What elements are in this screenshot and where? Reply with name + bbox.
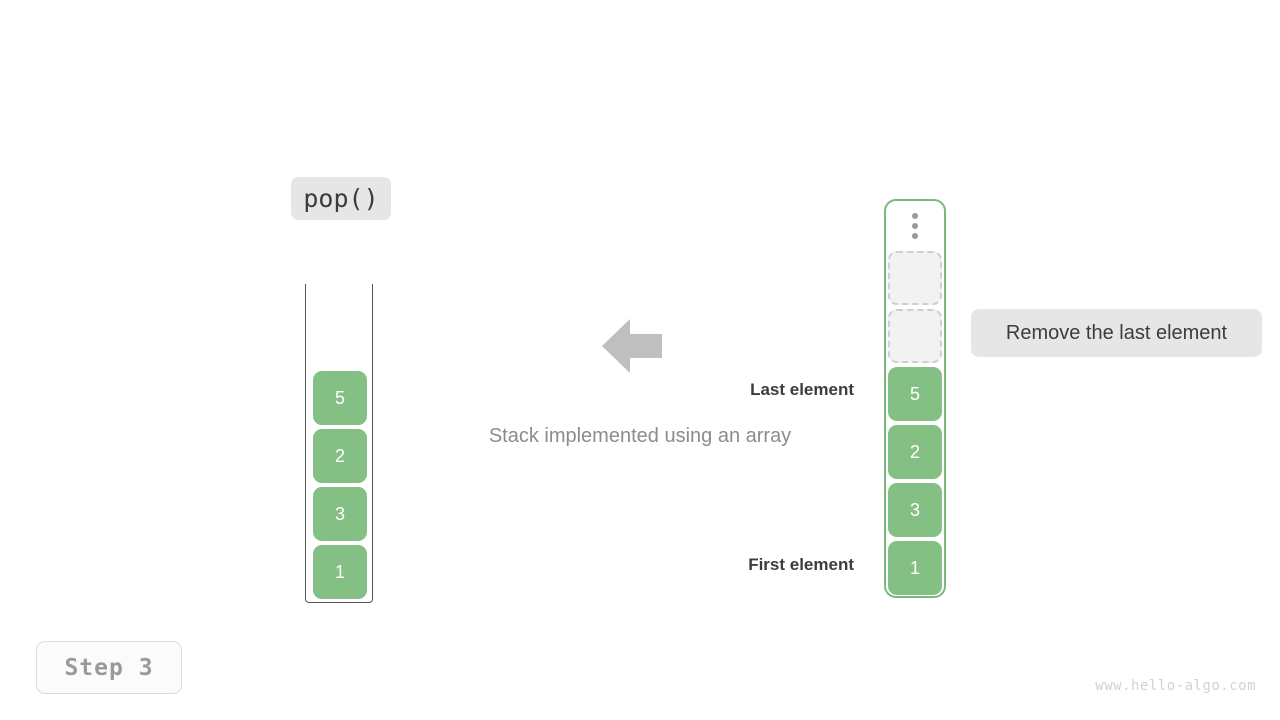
ellipsis-dot [912,213,918,219]
array-cell: 2 [313,429,367,483]
array-cell: 5 [313,371,367,425]
vertical-ellipsis-icon [886,213,944,239]
array-cell-list: 5 2 3 1 [306,371,374,599]
array-cell: 3 [313,487,367,541]
stack-cell: 2 [888,425,942,479]
array-container: 5 2 3 1 [305,284,373,603]
array-cell: 1 [313,545,367,599]
ellipsis-dot [912,233,918,239]
stack-cell-list: 5 2 3 1 [886,251,944,595]
caption-text: Stack implemented using an array [488,425,792,447]
callout-bubble: Remove the last element [971,309,1262,357]
stack-empty-slot [888,251,942,305]
stack-cell: 1 [888,541,942,595]
stack-cell: 3 [888,483,942,537]
stack-empty-slot [888,309,942,363]
stack-container: 5 2 3 1 [884,199,946,598]
ellipsis-dot [912,223,918,229]
left-arrow-icon [602,319,662,373]
step-badge: Step 3 [36,641,182,694]
operation-label: pop() [291,177,391,220]
stack-cell: 5 [888,367,942,421]
first-element-annotation: First element [748,555,854,574]
watermark: www.hello-algo.com [1095,678,1256,694]
last-element-annotation: Last element [750,380,854,399]
